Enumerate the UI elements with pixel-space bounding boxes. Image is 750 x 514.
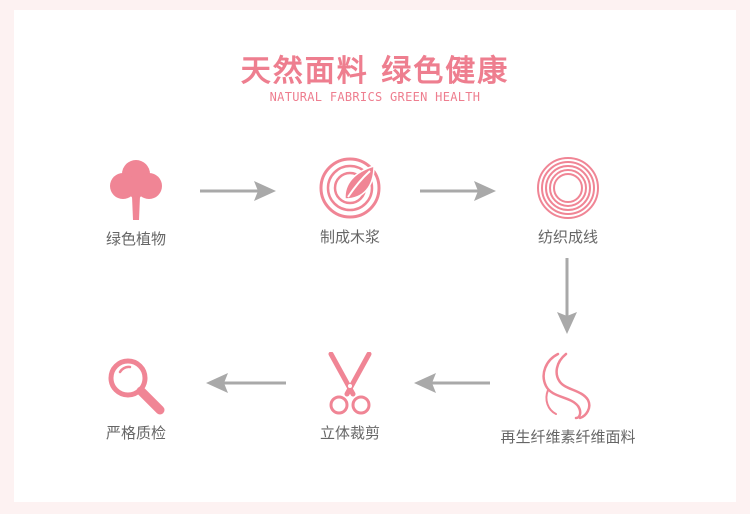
step-spinning: 纺织成线 — [518, 156, 618, 247]
content-card — [14, 10, 736, 502]
arrow-left-icon — [206, 373, 286, 393]
step-quality-inspection: 严格质检 — [86, 356, 186, 443]
scissors-icon — [328, 352, 372, 415]
fabric-wave-icon — [542, 352, 591, 420]
page-subtitle: NATURAL FABRICS GREEN HEALTH — [269, 90, 481, 104]
page-title: 天然面料 绿色健康 — [240, 54, 510, 89]
step-wood-pulp: 制成木浆 — [300, 156, 400, 247]
step-label: 严格质检 — [105, 424, 166, 442]
wood-pulp-leaf-icon — [319, 157, 381, 219]
arrow-right-icon — [200, 181, 276, 201]
step-label: 绿色植物 — [105, 230, 166, 248]
step-label: 制成木浆 — [319, 228, 380, 246]
step-label: 立体裁剪 — [319, 424, 380, 442]
step-green-plants: 绿色植物 — [86, 158, 186, 249]
arrow-right-icon — [420, 181, 496, 201]
step-label: 纺织成线 — [537, 228, 598, 246]
magnifier-icon — [108, 358, 165, 415]
arrow-down-icon — [557, 258, 577, 334]
tree-icon — [110, 160, 162, 220]
step-label: 再生纤维素纤维面料 — [500, 428, 636, 446]
thread-rings-icon — [537, 157, 599, 219]
step-regenerated-fabric: 再生纤维素纤维面料 — [478, 350, 658, 447]
step-3d-cutting: 立体裁剪 — [300, 352, 400, 443]
arrow-left-icon — [414, 373, 490, 393]
